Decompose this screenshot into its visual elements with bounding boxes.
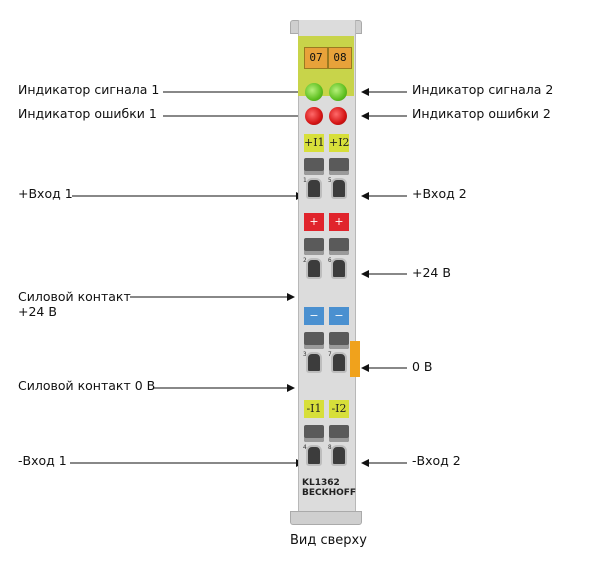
error-led-1 [305, 107, 323, 125]
tag-plus-left: + [304, 213, 324, 231]
pin-number-6: 6 [328, 257, 332, 264]
terminal-point-1[interactable] [306, 178, 322, 199]
pin-number-5: 5 [328, 177, 332, 184]
terminal-point-8[interactable] [331, 445, 347, 466]
label-zero-v: 0 В [412, 359, 433, 374]
release-button-3[interactable] [304, 332, 324, 349]
label-input-2-minus: -Вход 2 [412, 453, 461, 468]
view-caption: Вид сверху [290, 533, 367, 548]
pin-number-8: 8 [328, 444, 332, 451]
label-power-contact-24v-line2: +24 В [18, 304, 57, 319]
label-signal-led-1: Индикатор сигнала 1 [18, 82, 160, 97]
tag-minus-left: − [304, 307, 324, 325]
label-power-contact-24v-line1: Силовой контакт [18, 289, 131, 304]
tag-input-2-minus: -I2 [329, 400, 349, 418]
terminal-point-6[interactable] [331, 258, 347, 279]
tag-input-2-plus: +I2 [329, 134, 350, 152]
release-button-1[interactable] [304, 158, 324, 175]
pin-number-7: 7 [328, 351, 332, 358]
release-button-5[interactable] [329, 158, 349, 175]
tag-plus-right: + [329, 213, 349, 231]
pin-number-2: 2 [303, 257, 307, 264]
model-label: KL1362 [302, 478, 340, 488]
label-signal-led-2: Индикатор сигнала 2 [412, 82, 554, 97]
label-error-led-2: Индикатор ошибки 2 [412, 106, 551, 121]
terminal-module: 07 08 +I1 +I2 1 5 + + 2 6 − − 3 7 -I1 -I… [290, 20, 362, 525]
brand-label: BECKHOFF [302, 488, 357, 498]
terminal-point-7[interactable] [331, 352, 347, 373]
error-led-2 [329, 107, 347, 125]
terminal-point-4[interactable] [306, 445, 322, 466]
tag-input-1-plus: +I1 [304, 134, 325, 152]
terminal-point-3[interactable] [306, 352, 322, 373]
module-bottom-cap [290, 511, 362, 525]
label-input-1-minus: -Вход 1 [18, 453, 67, 468]
module-model-brand: KL1362 BECKHOFF [302, 478, 356, 498]
release-button-8[interactable] [329, 425, 349, 442]
release-button-7[interactable] [329, 332, 349, 349]
pin-number-1: 1 [303, 177, 307, 184]
label-power-contact-0v: Силовой контакт 0 В [18, 378, 156, 393]
pin-number-4: 4 [303, 444, 307, 451]
slot-number-right: 08 [328, 47, 352, 69]
label-plus-24v: +24 В [412, 265, 451, 280]
signal-led-2 [329, 83, 347, 101]
tag-input-1-minus: -I1 [304, 400, 324, 418]
terminal-point-5[interactable] [331, 178, 347, 199]
pe-power-contact [350, 341, 360, 377]
pin-number-3: 3 [303, 351, 307, 358]
signal-led-1 [305, 83, 323, 101]
release-button-6[interactable] [329, 238, 349, 255]
release-button-2[interactable] [304, 238, 324, 255]
tag-minus-right: − [329, 307, 349, 325]
terminal-point-2[interactable] [306, 258, 322, 279]
label-input-1-plus: +Вход 1 [18, 186, 73, 201]
slot-number-left: 07 [304, 47, 328, 69]
label-error-led-1: Индикатор ошибки 1 [18, 106, 157, 121]
label-input-2-plus: +Вход 2 [412, 186, 467, 201]
release-button-4[interactable] [304, 425, 324, 442]
